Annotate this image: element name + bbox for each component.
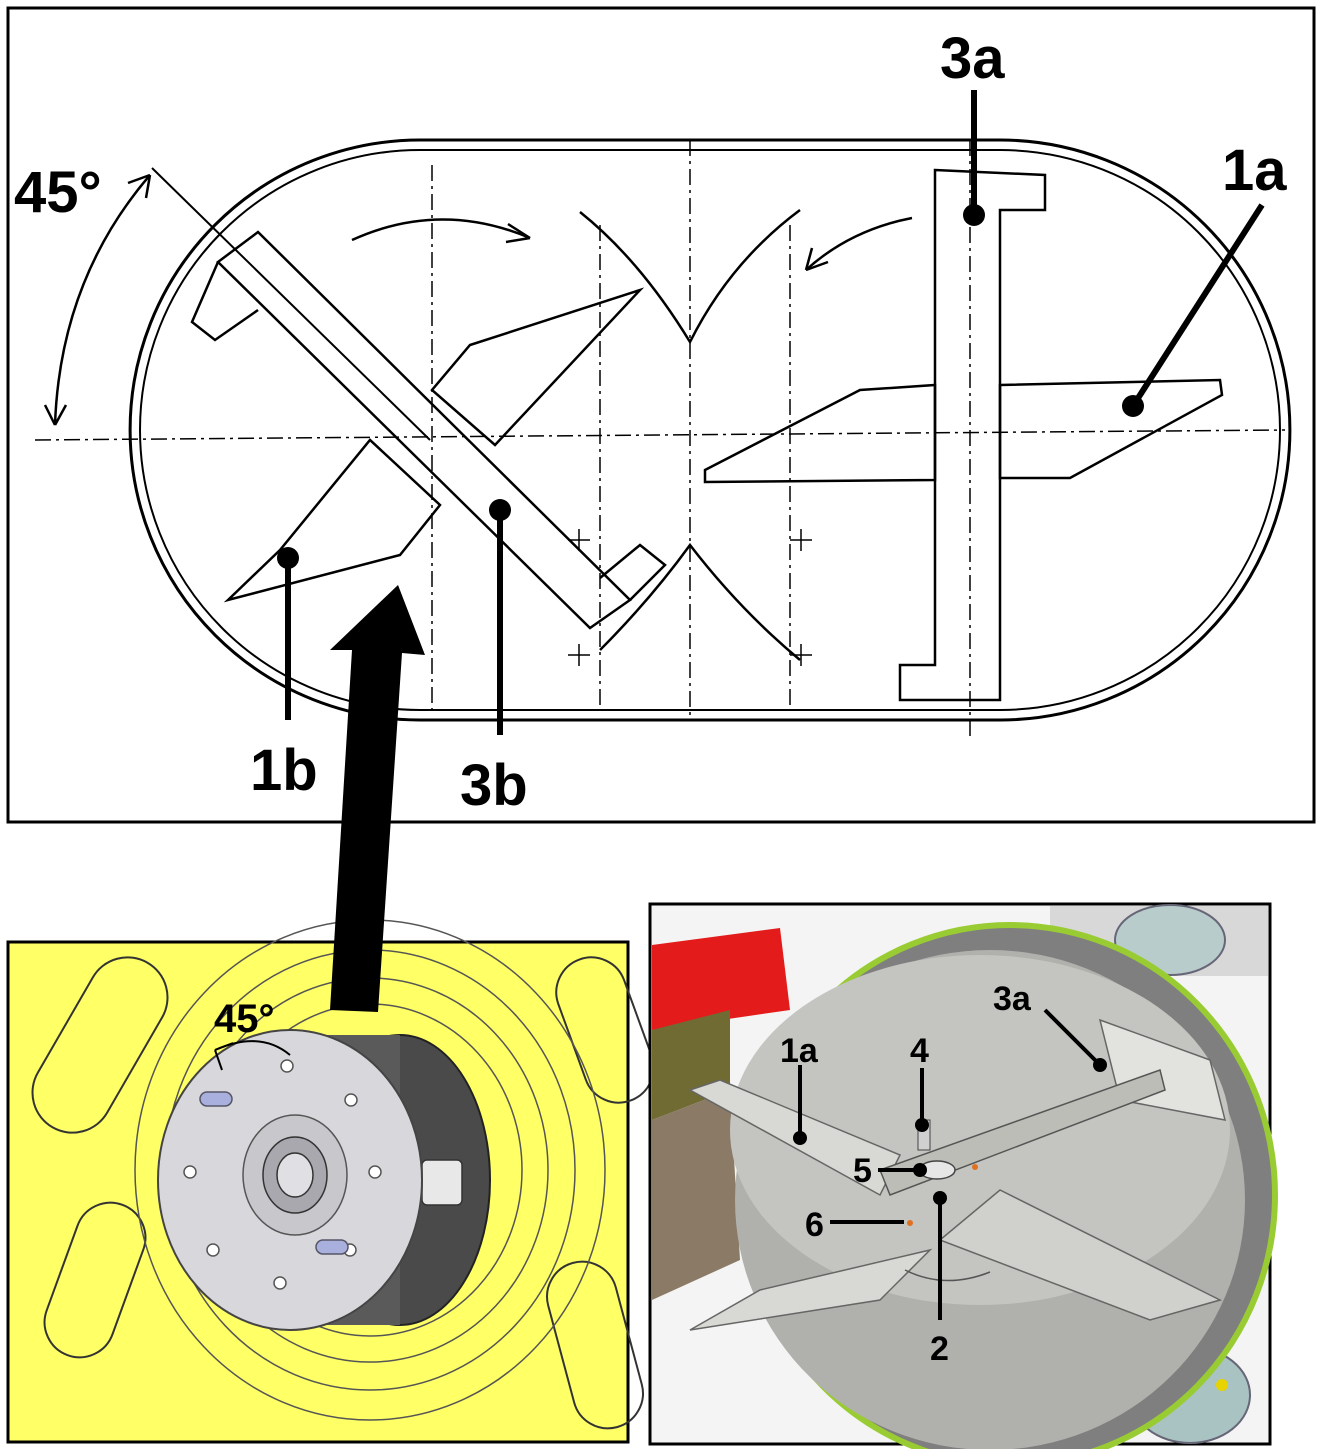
chamber-cusp-top [579,208,801,345]
rotation-arrow-right-head [804,247,829,272]
red-part [652,928,790,1030]
top-panel-frame [6,6,1316,824]
angle-reference-line [151,167,431,441]
top-leader-lines [285,90,1265,735]
caster-axle [1216,1379,1228,1391]
locating-pins [199,1091,349,1255]
centre-lines [34,140,1286,740]
angle-arc-head-top [127,173,152,199]
right-rotor-paddle-right [998,378,1224,480]
label-1b-top: 1b [250,738,318,803]
bottom-right-leaders [798,1008,1102,1320]
left-rotor-bar-end-lower [599,543,667,601]
left-rotor-bar-end-upper [190,261,259,342]
label-3a-top: 3a [940,26,1005,91]
top-panel-sketch: 45° 3a 1a 1b 3b [6,6,1316,824]
housing-outline-outer [128,138,1292,722]
top-leader-dots [277,204,1144,569]
right-rotor-paddle-left [703,383,937,484]
label-2: 2 [930,1330,949,1368]
brown-part [652,1090,740,1300]
rotation-arrow-45-head [214,1042,234,1071]
label-3b-top: 3b [460,753,528,818]
bolt-holes [183,1059,382,1290]
label-4: 4 [910,1032,929,1070]
blade-lower-left [689,1248,933,1331]
left-rotor-paddle-upper [430,287,645,447]
bottom-left-panel: 45° [6,919,655,1444]
left-rotor-diagonal-bar [216,230,632,630]
label-5: 5 [853,1152,872,1190]
right-rotor-vertical-bar [898,168,1047,702]
rotation-arrow-left [351,218,531,242]
bottom-right-leader-dots [793,1058,1107,1205]
hex-bolt [421,1159,463,1206]
rotation-arrow-left-head [505,222,531,244]
pin-marker-right [972,1164,978,1170]
chamber-cusp-bottom [599,542,801,661]
hub-arc [904,1269,991,1282]
blade-lower-right [938,1189,1223,1321]
angle-arc-head-bottom [43,404,68,426]
label-1a-bottom: 1a [780,1032,819,1070]
rotation-arrow-right [805,216,913,271]
crosshair-marks [568,529,812,666]
label-3a-bottom: 3a [993,980,1032,1018]
caster-wheel-top [1114,904,1226,976]
connection-arrow [330,585,425,1012]
left-rotor-paddle-lower [223,438,442,603]
top-angle-label: 45° [14,160,102,225]
label-1a-top: 1a [1222,138,1287,203]
label-6: 6 [805,1206,824,1244]
bottom-angle-label: 45° [214,997,275,1041]
angle-arc [53,174,151,426]
housing-outline-inner [139,149,1281,711]
hub-shaft [276,1152,314,1198]
bottom-right-panel: 3a 1a 4 5 6 2 [648,902,1278,1449]
pin-marker-6 [907,1220,913,1226]
